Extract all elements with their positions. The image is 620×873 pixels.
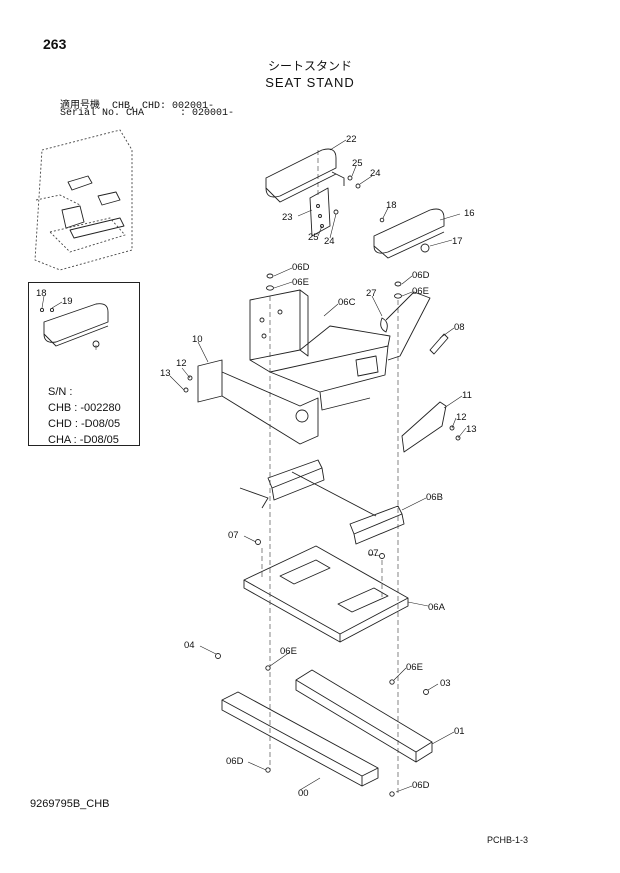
callout-16: 16 [464,208,475,219]
callout-06D-right: 06D [412,270,430,281]
callout-10: 10 [192,334,203,345]
callout-18a: 18 [386,200,397,211]
callout-06E-right: 06E [412,286,429,297]
mounting-rails [215,653,433,797]
upper-fasteners [266,273,402,333]
callout-00: 00 [298,788,309,799]
lever-rod [429,333,449,355]
armrest-variant-illustration [39,303,109,348]
callout-06A: 06A [428,602,446,613]
callout-27: 27 [366,288,377,299]
callout-06E-lower-right: 06E [406,662,423,673]
callout-22: 22 [346,134,357,145]
armrest-bracket [309,175,361,237]
side-bracket-left [183,359,319,445]
callout-11: 11 [462,390,472,401]
callout-06D-lower-right: 06D [412,780,430,791]
seat-stand-frame [249,289,431,411]
callout-06B: 06B [426,492,443,503]
sn-row-chd: CHD : -D08/05 [48,418,121,430]
drawing-code: 9269795B_CHB [30,798,110,810]
base-plate [243,539,409,643]
leader-lines [41,139,467,793]
callout-12-right: 12 [456,412,467,423]
callout-25a: 25 [352,158,363,169]
callout-18b: 18 [36,288,47,299]
callout-07-right: 07 [368,548,379,559]
callout-13-left: 13 [160,368,171,379]
armrest-right [373,208,445,259]
callout-06E-upper: 06E [292,277,309,288]
sn-row-chb: CHB : -002280 [48,402,121,414]
sn-row-cha: CHA : -D08/05 [48,434,119,446]
callout-24a: 24 [370,168,381,179]
serial-line-2: Serial No. CHA : 020001- [60,108,235,119]
machine-overview-illustration [34,129,133,271]
machine-overview-seat [61,175,125,239]
serial-line-1: 適用号機 CHB, CHD: 002001- [60,101,215,112]
callout-labels: 22 25 24 23 25 24 18 16 17 18 19 06D 06E… [36,134,477,799]
callout-07-left: 07 [228,530,239,541]
side-cover-right [401,401,461,453]
callout-12-left: 12 [176,358,187,369]
page-reference: PCHB-1-3 [487,835,529,845]
callout-06D-lower-left: 06D [226,756,244,767]
callout-24b: 24 [324,236,335,247]
callout-06C: 06C [338,297,356,308]
callout-13-right: 13 [466,424,477,435]
sn-header: S/N : [48,386,73,398]
callout-01: 01 [454,726,465,737]
callout-19: 19 [62,296,73,307]
page-number: 263 [43,36,67,52]
alignment-lines [95,150,399,794]
callout-23: 23 [282,212,293,223]
callout-06E-lower-left: 06E [280,646,297,657]
armrest-left [265,148,345,203]
title-japanese: シートスタンド [267,59,352,73]
callout-25b: 25 [308,232,319,243]
callout-06D-upper: 06D [292,262,310,273]
slide-rail-assembly [239,459,405,545]
serial-variant-box [28,282,140,446]
callout-03: 03 [440,678,451,689]
callout-08: 08 [454,322,465,333]
callout-04: 04 [184,640,195,651]
title-english: SEAT STAND [265,75,355,90]
callout-17: 17 [452,236,463,247]
